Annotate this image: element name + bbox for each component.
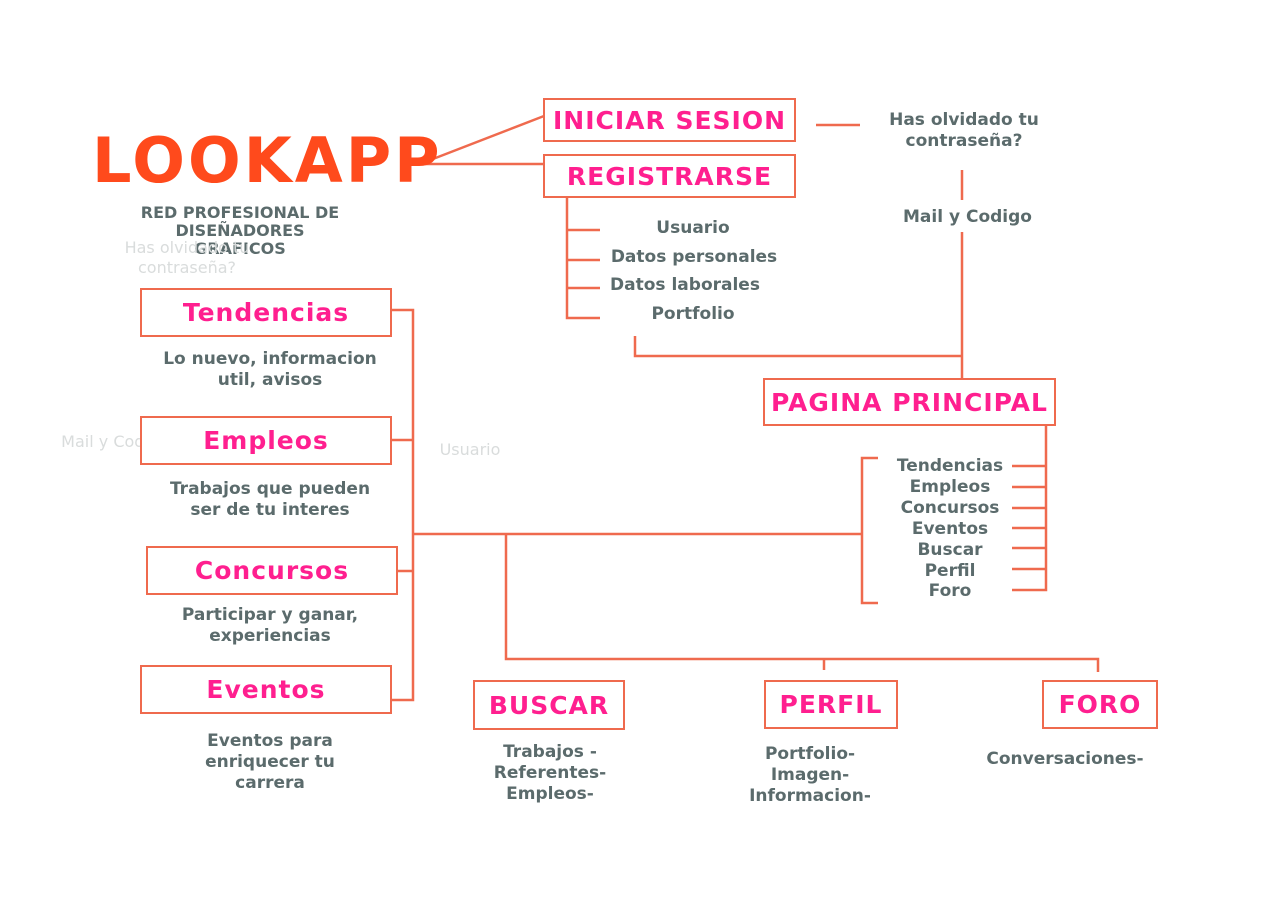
main-page-item: Concursos xyxy=(900,498,1000,518)
ghost-user-text: Usuario xyxy=(439,440,501,459)
perfil-box[interactable]: PERFIL xyxy=(764,680,898,729)
mail-code-label: Mail y Codigo xyxy=(903,207,1032,227)
login-label: INICIAR SESION xyxy=(552,105,787,135)
bottom-description: Portfolio- Imagen- Informacion- xyxy=(749,744,871,806)
section-tendencias-box[interactable]: Tendencias xyxy=(140,288,392,337)
register-label: REGISTRARSE xyxy=(566,161,773,191)
register-field: Datos personales xyxy=(610,247,778,267)
section-title: Eventos xyxy=(206,675,326,704)
main-page-box[interactable]: PAGINA PRINCIPAL xyxy=(763,378,1056,426)
ghost-forgot-text: Has olvidado tu contraseña? xyxy=(124,238,250,277)
section-concursos-box[interactable]: Concursos xyxy=(146,546,398,595)
section-description: Lo nuevo, informacion util, avisos xyxy=(163,349,377,390)
main-page-item: Eventos xyxy=(911,519,989,539)
bottom-title: BUSCAR xyxy=(488,690,610,720)
main-page-item: Tendencias xyxy=(896,456,1004,476)
buscar-box[interactable]: BUSCAR xyxy=(473,680,625,730)
main-page-item: Buscar xyxy=(917,540,983,560)
section-description: Participar y ganar, experiencias xyxy=(181,605,359,646)
section-title: Empleos xyxy=(203,426,329,455)
section-title: Concursos xyxy=(194,556,350,585)
bottom-description: Trabajos - Referentes- Empleos- xyxy=(493,742,607,804)
bottom-title: PERFIL xyxy=(779,690,883,719)
main-page-item: Foro xyxy=(928,581,972,601)
section-description: Trabajos que pueden ser de tu interes xyxy=(169,479,371,520)
section-description: Eventos para enriquecer tu carrera xyxy=(205,731,335,793)
bottom-description: Conversaciones- xyxy=(986,749,1144,769)
foro-box[interactable]: FORO xyxy=(1042,680,1158,729)
register-field: Usuario xyxy=(656,218,730,238)
forgot-password-label: Has olvidado tu contraseña? xyxy=(889,110,1039,151)
brand-tagline: RED PROFESIONAL DE DISEÑADORES GRAFICOS xyxy=(140,203,340,258)
brand-logo: LOOKAPP xyxy=(92,124,443,197)
login-box[interactable]: INICIAR SESION xyxy=(543,98,796,142)
register-box[interactable]: REGISTRARSE xyxy=(543,154,796,198)
register-field: Portfolio xyxy=(651,304,735,324)
section-eventos-box[interactable]: Eventos xyxy=(140,665,392,714)
main-page-item: Perfil xyxy=(924,561,976,581)
main-page-label: PAGINA PRINCIPAL xyxy=(771,387,1048,417)
bottom-title: FORO xyxy=(1058,690,1142,719)
section-title: Tendencias xyxy=(182,298,350,327)
main-page-item: Empleos xyxy=(909,477,991,497)
register-field: Datos laborales xyxy=(610,275,760,295)
section-empleos-box[interactable]: Empleos xyxy=(140,416,392,465)
